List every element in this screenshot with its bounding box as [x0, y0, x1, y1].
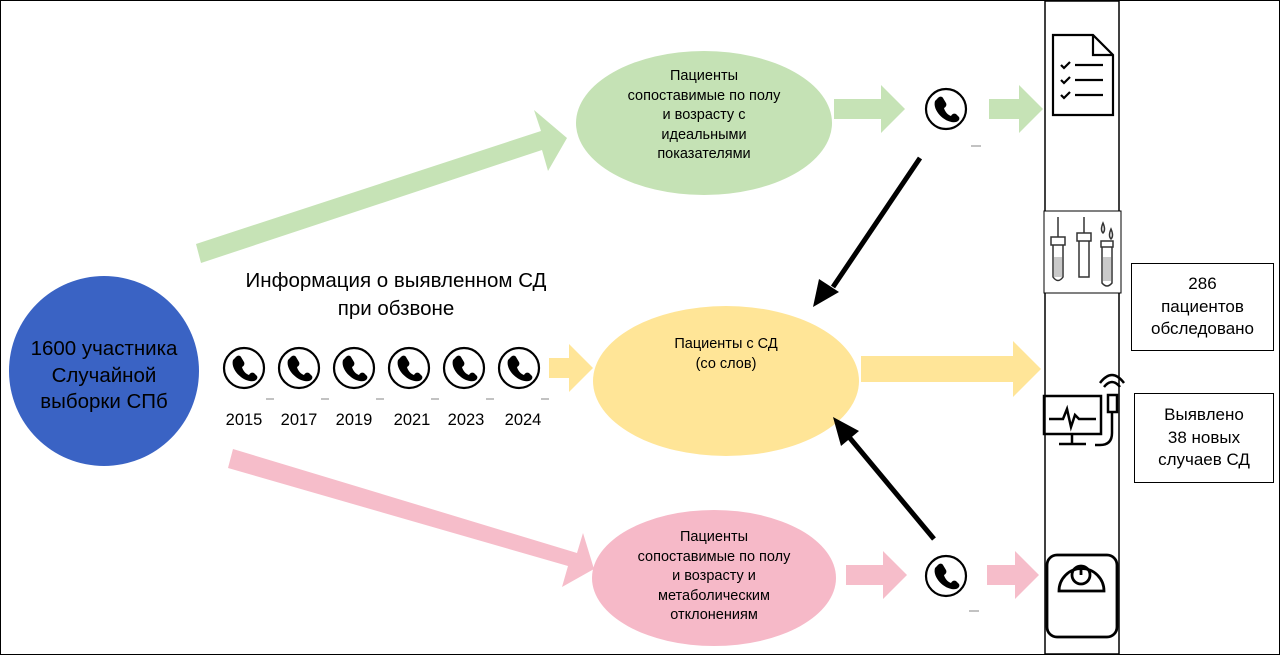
box-line: Выявлено — [1164, 404, 1244, 424]
black-arrow-down-shaft — [830, 156, 923, 289]
blood-tubes-icon — [1043, 210, 1122, 294]
phone-icon — [924, 554, 968, 598]
year-label: 2017 — [280, 411, 318, 429]
year-label: 2024 — [504, 411, 542, 429]
label-line: Пациенты — [669, 68, 739, 84]
pink-arrow-to-scale — [987, 551, 1039, 599]
right-band — [1044, 1, 1120, 654]
label-line: метаболическим — [658, 587, 770, 604]
black-arrow-up-shaft — [847, 435, 936, 541]
phone-icon — [497, 346, 541, 390]
box-line: пациентов — [1161, 296, 1244, 316]
phone-icon — [222, 346, 266, 390]
pink-ellipse — [592, 510, 836, 646]
source-line: Случайной — [51, 363, 157, 387]
pink-diagonal-arrow — [228, 449, 594, 587]
black-arrow-down-head — [813, 279, 839, 307]
examined-box: 286 пациентов обследовано — [1131, 263, 1274, 351]
pink-group-label: Пациенты сопоставимые по полу и возрасту… — [604, 528, 824, 626]
scale-icon — [1045, 553, 1119, 639]
source-line: 1600 участника — [30, 337, 178, 360]
phone-icon — [924, 87, 968, 131]
phone-icon — [442, 346, 486, 390]
label-line: Пациенты — [679, 529, 749, 545]
box-line: 38 новых — [1167, 427, 1241, 447]
pink-arrow-to-phone — [846, 551, 907, 599]
box-line: 286 — [1188, 273, 1217, 293]
year-label: 2021 — [393, 411, 431, 429]
phone-icon — [332, 346, 376, 390]
black-arrow-up-head — [833, 417, 859, 446]
green-diagonal-arrow — [196, 110, 567, 263]
label-line: и возрасту и — [672, 568, 756, 585]
phone-icon — [387, 346, 431, 390]
yellow-group-label: Пациенты с СД (со слов) — [616, 335, 836, 374]
source-line: выборки СПб — [40, 390, 168, 414]
label-line: Пациенты с СД — [674, 336, 778, 352]
info-title-line: Информация о выявленном СД — [245, 269, 547, 292]
green-arrow-to-checklist — [989, 85, 1043, 133]
year-label: 2019 — [335, 411, 373, 429]
green-arrow-to-phone — [834, 85, 905, 133]
yellow-arrow-to-ellipse — [549, 344, 593, 392]
green-group-label: Пациенты сопоставимые по полу и возрасту… — [594, 67, 814, 165]
label-line: сопоставимые по полу — [637, 548, 791, 565]
label-line: (со слов) — [695, 355, 757, 372]
label-line: сопоставимые по полу — [627, 87, 781, 104]
yellow-arrow-to-band — [861, 341, 1041, 397]
info-title-line: при обзвоне — [337, 296, 455, 320]
year-label: 2023 — [447, 411, 485, 429]
info-title: Информация о выявленном СД при обзвоне — [216, 267, 576, 322]
label-line: показателями — [657, 146, 751, 163]
box-line: обследовано — [1150, 319, 1254, 339]
label-line: идеальными — [661, 126, 747, 143]
box-line: случаев СД — [1158, 450, 1250, 470]
source-circle — [9, 276, 199, 466]
year-label: 2015 — [225, 411, 263, 429]
phone-icon — [277, 346, 321, 390]
ecg-monitor-icon — [1042, 373, 1125, 447]
source-label: 1600 участника Случайной выборки СПб — [19, 336, 189, 416]
checklist-icon — [1051, 33, 1115, 117]
green-ellipse — [576, 51, 832, 195]
detected-box: Выявлено 38 новых случаев СД — [1134, 393, 1274, 483]
label-line: и возрасту с — [662, 107, 746, 124]
yellow-ellipse — [593, 306, 859, 456]
label-line: отклонениям — [670, 607, 758, 624]
